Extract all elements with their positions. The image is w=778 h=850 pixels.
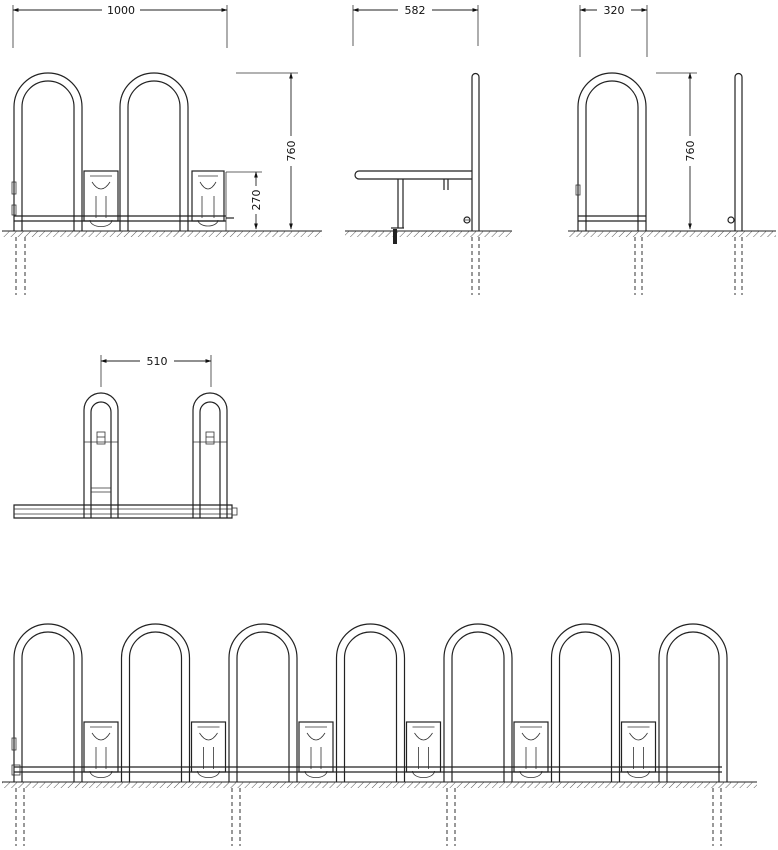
front-rack-frame xyxy=(11,72,234,231)
long-hoop xyxy=(658,623,728,782)
dim-label-510: 510 xyxy=(147,355,168,368)
front-ground xyxy=(2,230,322,237)
plan-hoop-2 xyxy=(192,392,228,518)
side-view: 582 xyxy=(345,3,512,295)
front-wheel-holder-1 xyxy=(83,170,119,227)
long-wheel-holder xyxy=(298,721,334,778)
front-view: 1000 760 270 xyxy=(2,3,322,295)
dim-label-320: 320 xyxy=(604,4,625,17)
front-ground-posts xyxy=(15,237,26,295)
plan-view: 510 xyxy=(13,354,238,519)
long-hoop xyxy=(335,623,406,782)
long-hoop xyxy=(13,623,83,782)
end-rack-frame xyxy=(575,72,743,231)
long-wheel-holder xyxy=(405,721,442,778)
dim-label-760-end: 760 xyxy=(684,141,697,162)
dim-label-1000: 1000 xyxy=(107,4,135,17)
side-ground-post xyxy=(471,237,480,295)
plan-base-rail xyxy=(13,504,238,519)
long-wheel-holder xyxy=(513,721,549,778)
dim-holder-height: 270 xyxy=(226,171,264,230)
long-hoop xyxy=(120,623,191,782)
long-ground xyxy=(2,781,757,788)
side-rack-frame xyxy=(354,72,480,244)
end-ground xyxy=(568,230,776,237)
long-wheel-holder xyxy=(83,721,119,778)
dim-side-depth: 582 xyxy=(352,3,479,46)
long-hoop xyxy=(550,623,621,782)
side-ground xyxy=(345,230,512,237)
long-ground-posts xyxy=(15,788,722,846)
dim-label-582: 582 xyxy=(405,4,426,17)
dim-end-height: 760 xyxy=(656,72,698,230)
dim-front-height: 760 xyxy=(236,72,299,230)
long-base-rails xyxy=(11,737,722,776)
dim-label-760-front: 760 xyxy=(285,141,298,162)
plan-hoop-1 xyxy=(83,392,119,518)
long-rack-hoops xyxy=(13,623,728,782)
dim-label-270: 270 xyxy=(250,190,263,211)
dim-front-width: 1000 xyxy=(12,3,228,48)
long-hoop xyxy=(443,623,513,782)
long-hoop xyxy=(228,623,298,782)
long-wheel-holders xyxy=(83,721,657,778)
dim-end-width: 320 xyxy=(579,3,648,57)
end-ground-posts xyxy=(634,237,743,295)
long-front-view xyxy=(2,623,757,846)
end-view: 320 760 xyxy=(568,3,776,295)
long-wheel-holder xyxy=(190,721,227,778)
dim-plan-spacing: 510 xyxy=(100,354,212,387)
long-wheel-holder xyxy=(620,721,657,778)
front-wheel-holder-2 xyxy=(191,170,225,227)
